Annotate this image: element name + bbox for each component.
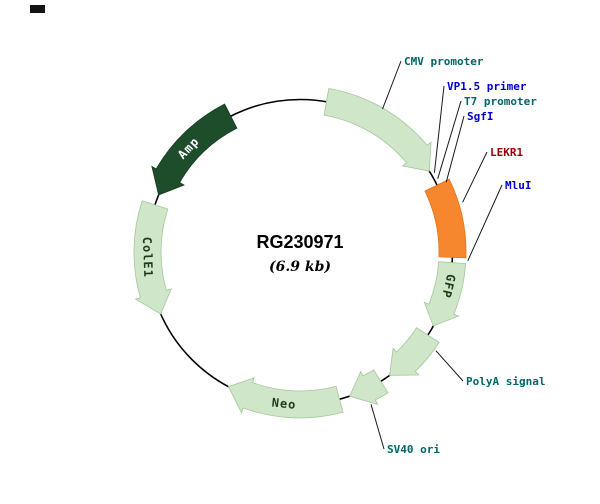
plasmid-size: (6.9 kb) <box>269 259 331 275</box>
feature-gfp <box>423 261 467 327</box>
feature-polya-signal <box>389 327 440 376</box>
callout-label-sv40-ori: SV40 ori <box>387 443 440 456</box>
callout-label-lekr1-gene: LEKR1 <box>490 146 523 159</box>
feature-cmv-promoter <box>323 88 432 172</box>
plasmid-name: RG230971 <box>256 232 343 252</box>
callout-line-t7-promoter <box>437 100 462 179</box>
feature-label-neo: Neo <box>271 395 297 412</box>
callout-label-polya-signal: PolyA signal <box>466 375 545 388</box>
feature-label-cole1: ColE1 <box>140 237 155 279</box>
corner-mark <box>30 5 45 13</box>
feature-label-gfp: GFP <box>439 273 458 300</box>
callout-label-sgfi-site: SgfI <box>467 110 494 123</box>
callout-label-t7-promoter: T7 promoter <box>464 95 537 108</box>
callout-line-polya-signal <box>435 350 464 382</box>
feature-neo <box>227 377 344 419</box>
callout-label-mlui-site: MluI <box>505 179 532 192</box>
callout-line-cmv-promoter <box>382 60 402 110</box>
feature-cole1 <box>133 200 172 315</box>
callout-line-lekr1-gene <box>462 151 488 203</box>
feature-sv40-ori <box>349 369 389 406</box>
feature-lekr1-orf <box>424 178 467 259</box>
callout-line-sgfi-site <box>445 115 465 183</box>
callout-line-mlui-site <box>467 184 503 262</box>
callout-label-vp15-primer: VP1.5 primer <box>447 80 527 93</box>
callout-label-cmv-promoter: CMV promoter <box>404 55 484 68</box>
callout-line-vp15-primer <box>433 85 445 173</box>
callout-line-sv40-ori <box>370 404 385 450</box>
feature-amp <box>151 103 238 196</box>
